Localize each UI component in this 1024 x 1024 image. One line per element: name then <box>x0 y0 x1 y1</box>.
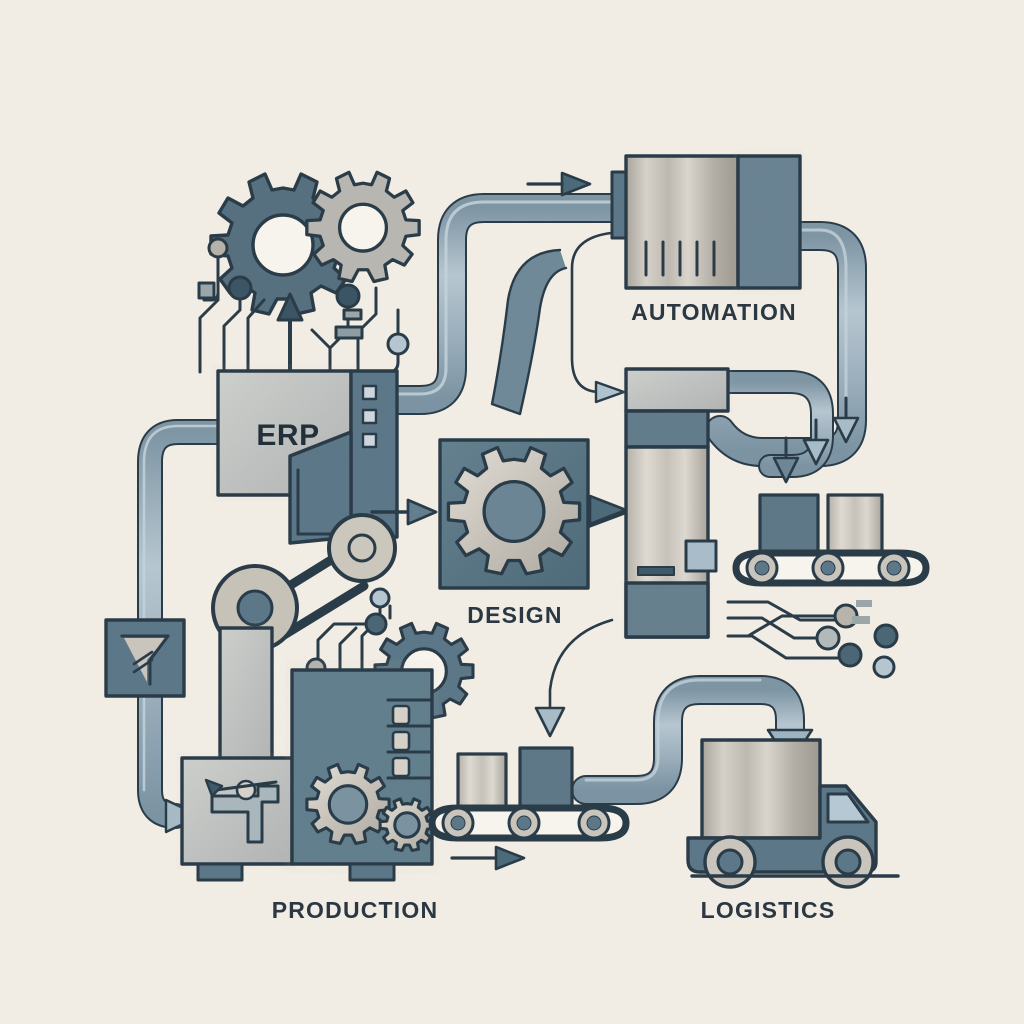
automation-label: AUTOMATION <box>631 299 797 325</box>
circuit-trace-icon-right <box>726 600 899 679</box>
pipe-erp-to-automation <box>377 193 643 415</box>
arrow-icon-conveyor-flow <box>450 845 526 871</box>
production-label: PRODUCTION <box>272 897 439 923</box>
arrow-icon-erp-design <box>370 498 438 526</box>
robot-arm-icon <box>204 778 280 844</box>
production-column <box>218 626 274 770</box>
arrow-icon-to-automation <box>526 171 592 197</box>
arrow-icon-to-tower <box>594 380 626 404</box>
indicator-rails <box>386 698 434 780</box>
erp-label: ERP <box>256 419 319 452</box>
conveyor-icon-right <box>732 493 930 587</box>
gear-icon-production-large <box>305 762 391 845</box>
conveyor-icon-lower <box>428 746 630 842</box>
node-tower[interactable] <box>624 367 730 639</box>
node-erp[interactable]: ERP <box>216 369 399 545</box>
node-design[interactable]: DESIGN <box>438 438 630 628</box>
node-automation[interactable]: AUTOMATION <box>610 154 802 325</box>
node-logistics[interactable]: LOGISTICS <box>686 738 900 923</box>
vent-slits <box>644 240 716 277</box>
pipe-tower-top <box>704 370 834 478</box>
design-label: DESIGN <box>467 602 562 628</box>
node-intake[interactable] <box>104 618 186 698</box>
status-leds <box>361 384 378 449</box>
arrow-icon-descend-1 <box>772 436 800 484</box>
pipe-tower-to-dispatch <box>534 618 614 738</box>
arrow-icon-descend-2 <box>802 418 830 466</box>
arrow-icon-descend-3 <box>832 396 860 444</box>
node-production[interactable]: PRODUCTION <box>180 587 475 923</box>
arrow-icon-tower-inlet <box>588 494 628 526</box>
circuit-trace-icon-top <box>197 237 410 374</box>
circuit-trace-icon-production <box>305 587 392 679</box>
logistics-label: LOGISTICS <box>701 897 836 923</box>
pipe-outline-automation-design <box>490 230 630 416</box>
gear-icon-production-small <box>378 797 436 853</box>
pipe-erp-to-intake <box>137 419 231 829</box>
gear-icon-light <box>305 170 421 284</box>
gear-icon-design <box>446 445 582 576</box>
